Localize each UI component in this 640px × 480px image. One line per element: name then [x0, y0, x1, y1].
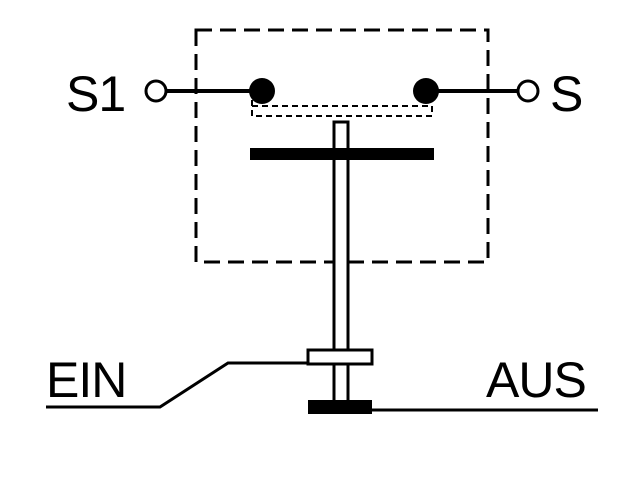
aus-collar — [308, 400, 372, 414]
position-label-ein: EIN — [46, 352, 127, 408]
terminal-s1-circle — [144, 79, 168, 103]
terminal-s-circle — [516, 79, 540, 103]
ein-collar — [306, 348, 374, 366]
terminal-label-s: S — [550, 66, 583, 122]
fixed-contact-right — [413, 78, 439, 104]
position-label-aus: AUS — [486, 352, 587, 408]
fixed-contact-left — [249, 78, 275, 104]
plunger-shaft — [332, 120, 350, 412]
housing-dashed-box — [194, 28, 490, 264]
terminal-label-s1: S1 — [66, 66, 126, 122]
moving-contact-bridge — [251, 100, 433, 117]
ein-leader-line — [46, 361, 308, 409]
contact-bar — [250, 148, 434, 160]
